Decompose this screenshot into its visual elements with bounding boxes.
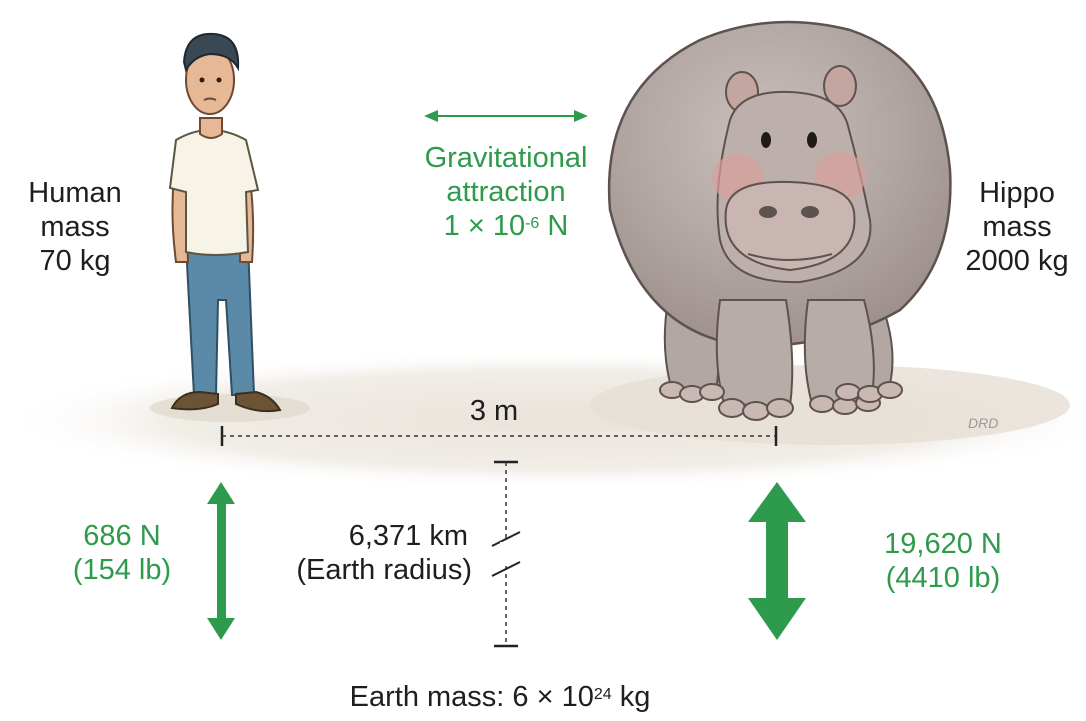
- hippo-label-line3: 2000 kg: [952, 244, 1082, 278]
- gravitational-attraction-label: Gravitational attraction 1 × 10-6 N: [388, 141, 624, 243]
- hippo-label-line1: Hippo: [952, 176, 1082, 210]
- earth-mass-exponent: 24: [594, 686, 612, 703]
- hippo-weight-newtons: 19,620 N: [858, 527, 1028, 561]
- gravitation-line2: attraction: [388, 175, 624, 209]
- human-weight-pounds: (154 lb): [52, 553, 192, 587]
- human-label-line1: Human: [10, 176, 140, 210]
- human-mass-label: Human mass 70 kg: [10, 176, 140, 278]
- gravitation-value-prefix: 1 × 10: [444, 210, 525, 242]
- earth-mass-unit: kg: [612, 681, 651, 713]
- earth-radius-label: 6,371 km (Earth radius): [278, 519, 486, 587]
- human-figure: [170, 34, 280, 411]
- earth-radius-caption: (Earth radius): [278, 553, 486, 587]
- gravitational-attraction-arrow: [424, 110, 588, 122]
- hippo-mass-label: Hippo mass 2000 kg: [952, 176, 1082, 278]
- artist-signature: DRD: [968, 415, 998, 431]
- earth-mass-prefix: Earth mass: 6 × 10: [350, 681, 594, 713]
- hippo-weight-arrow: [748, 482, 806, 640]
- human-label-line3: 70 kg: [10, 244, 140, 278]
- gravitation-line1: Gravitational: [388, 141, 624, 175]
- earth-mass-label: Earth mass: 6 × 1024 kg: [260, 680, 740, 714]
- gravitation-value-unit: N: [539, 210, 568, 242]
- hippo-label-line2: mass: [952, 210, 1082, 244]
- gravitation-value: 1 × 10-6 N: [388, 209, 624, 243]
- human-weight-newtons: 686 N: [52, 519, 192, 553]
- hippo-weight-pounds: (4410 lb): [858, 561, 1028, 595]
- distance-label: 3 m: [444, 394, 544, 428]
- hippo-weight-label: 19,620 N (4410 lb): [858, 527, 1028, 595]
- gravitation-value-exponent: -6: [525, 215, 539, 232]
- human-label-line2: mass: [10, 210, 140, 244]
- human-weight-label: 686 N (154 lb): [52, 519, 192, 587]
- earth-radius-value: 6,371 km: [278, 519, 486, 553]
- human-weight-arrow: [207, 482, 235, 640]
